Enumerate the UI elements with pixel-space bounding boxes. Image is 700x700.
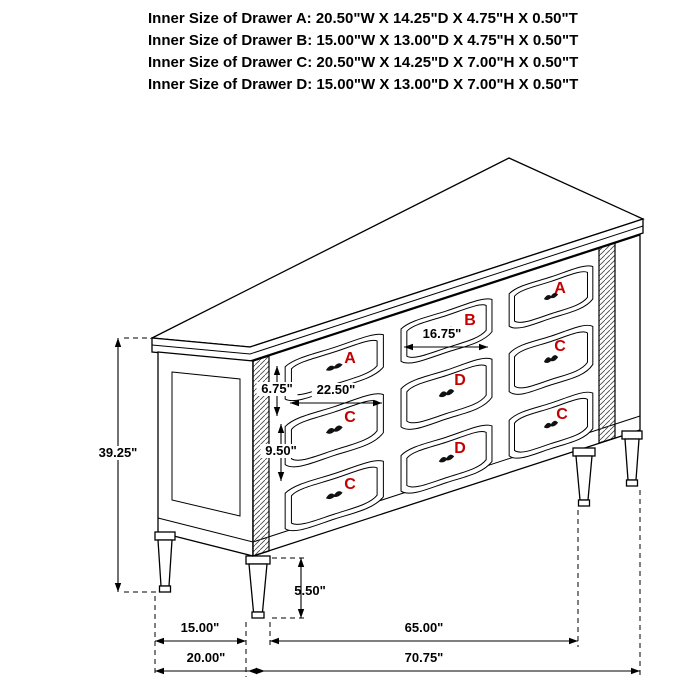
dimension-arrowhead: [290, 399, 299, 407]
dresser-leg-foot: [625, 479, 639, 487]
drawer-size-line-b: Inner Size of Drawer B: 15.00"W X 13.00"…: [148, 32, 579, 49]
dresser-leg-cap: [154, 531, 176, 541]
drawer-letter: C: [554, 338, 566, 355]
dimension-label-backing: [256, 382, 298, 396]
dimension-label: 22.50": [317, 382, 356, 397]
dimension-label-backing: [311, 383, 361, 397]
drawer-letter: A: [554, 280, 566, 297]
dimension-arrowhead: [277, 424, 285, 433]
dimension-arrowhead: [114, 338, 122, 347]
dimension-label-backing: [260, 444, 302, 458]
dresser-leg-cap: [572, 447, 596, 457]
dresser-leg-foot: [577, 499, 591, 507]
dresser-leg: [248, 563, 268, 613]
dimension-arrowhead: [114, 583, 122, 592]
dimension-label: 65.00": [405, 620, 444, 635]
dimension-label-backing: [93, 446, 143, 460]
drawer-letters: A B A C D C C D C: [344, 280, 568, 493]
drawer-letter: A: [344, 350, 356, 367]
extension-lines: [124, 337, 641, 677]
dimension-label: 6.75": [261, 381, 292, 396]
dimension-label: 16.75": [423, 326, 462, 341]
dimension-label: 15.00": [181, 620, 220, 635]
dimension-label: 5.50": [294, 583, 325, 598]
dimension-annotations: 39.25" 6.75" 9.50" 5.50" 22.50" 16.75" 15.00" 6…: [93, 326, 640, 675]
dresser-leg: [157, 539, 173, 587]
dresser-leg-cap: [245, 555, 271, 565]
dimension-arrowhead: [631, 667, 640, 675]
dimension-arrowhead: [273, 366, 281, 375]
dresser-top-edge-band: [151, 218, 644, 362]
dimension-arrowhead: [237, 637, 246, 645]
dimension-arrowhead: [479, 343, 488, 351]
dimension-arrowhead: [248, 667, 257, 675]
drawer-letter: C: [344, 476, 356, 493]
drawer-letter: C: [344, 409, 356, 426]
dimension-arrowhead: [297, 609, 305, 618]
dresser-leg-foot: [251, 611, 265, 619]
drawer-letter: C: [556, 406, 568, 423]
dresser-top-molding-line: [151, 225, 644, 355]
drawer-size-line-d: Inner Size of Drawer D: 15.00"W X 13.00"…: [148, 76, 579, 93]
right-corner-pilaster: [598, 242, 616, 444]
dresser-legs: [154, 430, 643, 619]
dresser-leg-cap: [621, 430, 643, 440]
drawer-letter: D: [454, 440, 466, 457]
dimension-label: 70.75": [405, 650, 444, 665]
drawer-size-line-a: Inner Size of Drawer A: 20.50"W X 14.25"…: [148, 10, 578, 27]
dimension-label: 9.50": [265, 443, 296, 458]
drawer-size-header: Inner Size of Drawer A: 20.50"W X 14.25"…: [148, 8, 578, 96]
dimension-arrowhead: [277, 472, 285, 481]
dimension-label: 20.00": [187, 650, 226, 665]
dresser-leg: [624, 438, 640, 481]
drawer-letter: B: [464, 312, 476, 329]
dresser-leg: [575, 455, 593, 501]
dimension-arrowhead: [155, 667, 164, 675]
dimension-arrowhead: [155, 637, 164, 645]
dimension-arrowhead: [373, 399, 382, 407]
dimension-label: 39.25": [99, 445, 138, 460]
left-side-panel-frame: [171, 371, 241, 517]
dimension-arrowhead: [404, 343, 413, 351]
dimension-arrowhead: [297, 558, 305, 567]
drawer-size-line-c: Inner Size of Drawer C: 20.50"W X 14.25"…: [148, 54, 579, 71]
dimension-arrowhead: [273, 407, 281, 416]
dimension-label-backing: [417, 327, 467, 341]
dresser-leg-foot: [158, 585, 172, 593]
drawer-letter: D: [454, 372, 466, 389]
dimension-arrowhead: [569, 637, 578, 645]
dimension-arrowhead: [270, 637, 279, 645]
